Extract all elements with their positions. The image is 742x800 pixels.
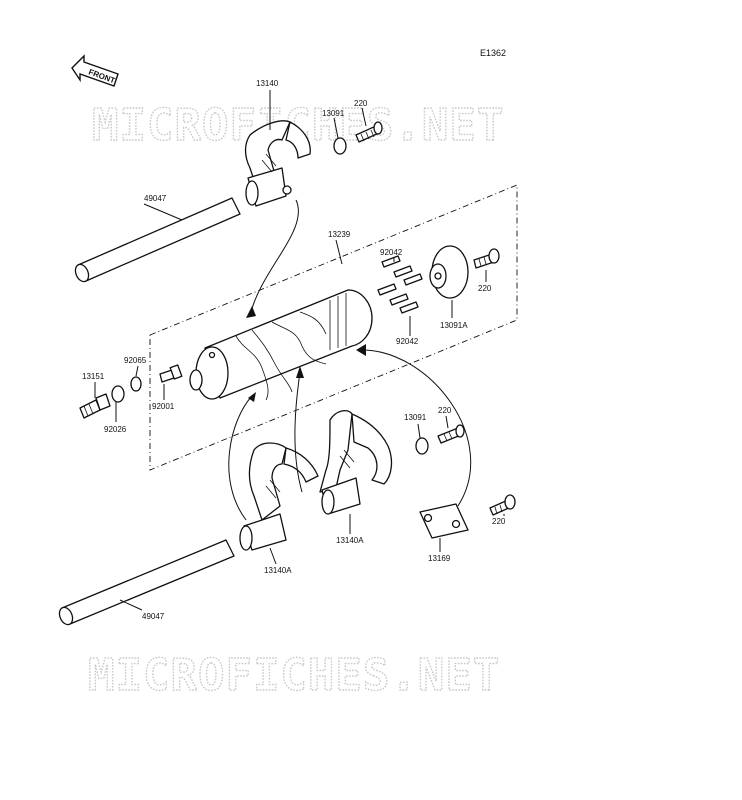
shift-fork-lower bbox=[239, 442, 319, 551]
bolt-plate bbox=[473, 248, 500, 269]
callout-washer-gasket: 92026 bbox=[104, 425, 127, 434]
watermark-top: MICROFICHES.NET bbox=[92, 100, 504, 151]
callout-bolt-plate: 220 bbox=[478, 284, 492, 293]
callout-bolt-bracket: 220 bbox=[492, 517, 506, 526]
shift-rod-lower bbox=[58, 539, 235, 626]
drum-plate bbox=[429, 245, 469, 299]
shift-rod-upper bbox=[74, 197, 241, 283]
gasket-washer bbox=[111, 385, 125, 403]
assembly-outline bbox=[149, 184, 518, 471]
callout-fork-low: 13140A bbox=[264, 566, 292, 575]
callout-bolt-top: 220 bbox=[354, 99, 368, 108]
callout-plate-drum: 13091A bbox=[440, 321, 468, 330]
callout-bracket: 13169 bbox=[428, 554, 451, 563]
callout-bolt-mid: 220 bbox=[438, 406, 452, 415]
callout-fork-top: 13140 bbox=[256, 79, 279, 88]
shift-fork-mid bbox=[319, 409, 393, 515]
callout-drum: 13239 bbox=[328, 230, 351, 239]
callout-switch: 13151 bbox=[82, 372, 105, 381]
callout-pins-lower: 92042 bbox=[396, 337, 419, 346]
callout-labels: 13140 13091 220 49047 13239 92042 92042 … bbox=[82, 79, 506, 621]
callout-washer-mid: 13091 bbox=[404, 413, 427, 422]
shift-drum bbox=[189, 289, 373, 401]
engagement-arrows bbox=[228, 199, 472, 521]
shift-fork-upper bbox=[244, 120, 311, 207]
callout-pins-upper: 92042 bbox=[380, 248, 403, 257]
callout-bolt-drum: 92001 bbox=[152, 402, 175, 411]
washer-mid bbox=[415, 437, 429, 455]
callout-rod-low: 49047 bbox=[142, 612, 165, 621]
callout-washer-small: 92065 bbox=[124, 356, 147, 365]
drum-bolt bbox=[159, 364, 183, 383]
callout-washer-top: 13091 bbox=[322, 109, 345, 118]
bolt-upper bbox=[355, 121, 383, 143]
leader-lines bbox=[94, 90, 505, 611]
stopper-bracket bbox=[419, 503, 469, 539]
small-washer bbox=[130, 376, 142, 392]
bolt-mid bbox=[437, 424, 465, 444]
neutral-switch bbox=[79, 393, 111, 419]
callout-fork-mid: 13140A bbox=[336, 536, 364, 545]
diagram-code: E1362 bbox=[480, 48, 506, 58]
front-arrow-icon: FRONT bbox=[71, 54, 119, 87]
watermark-bottom: MICROFICHES.NET bbox=[88, 650, 500, 701]
bolt-bracket bbox=[489, 494, 516, 516]
dowel-pins bbox=[377, 255, 423, 314]
callout-rod-top: 49047 bbox=[144, 194, 167, 203]
washer-upper bbox=[333, 137, 347, 155]
